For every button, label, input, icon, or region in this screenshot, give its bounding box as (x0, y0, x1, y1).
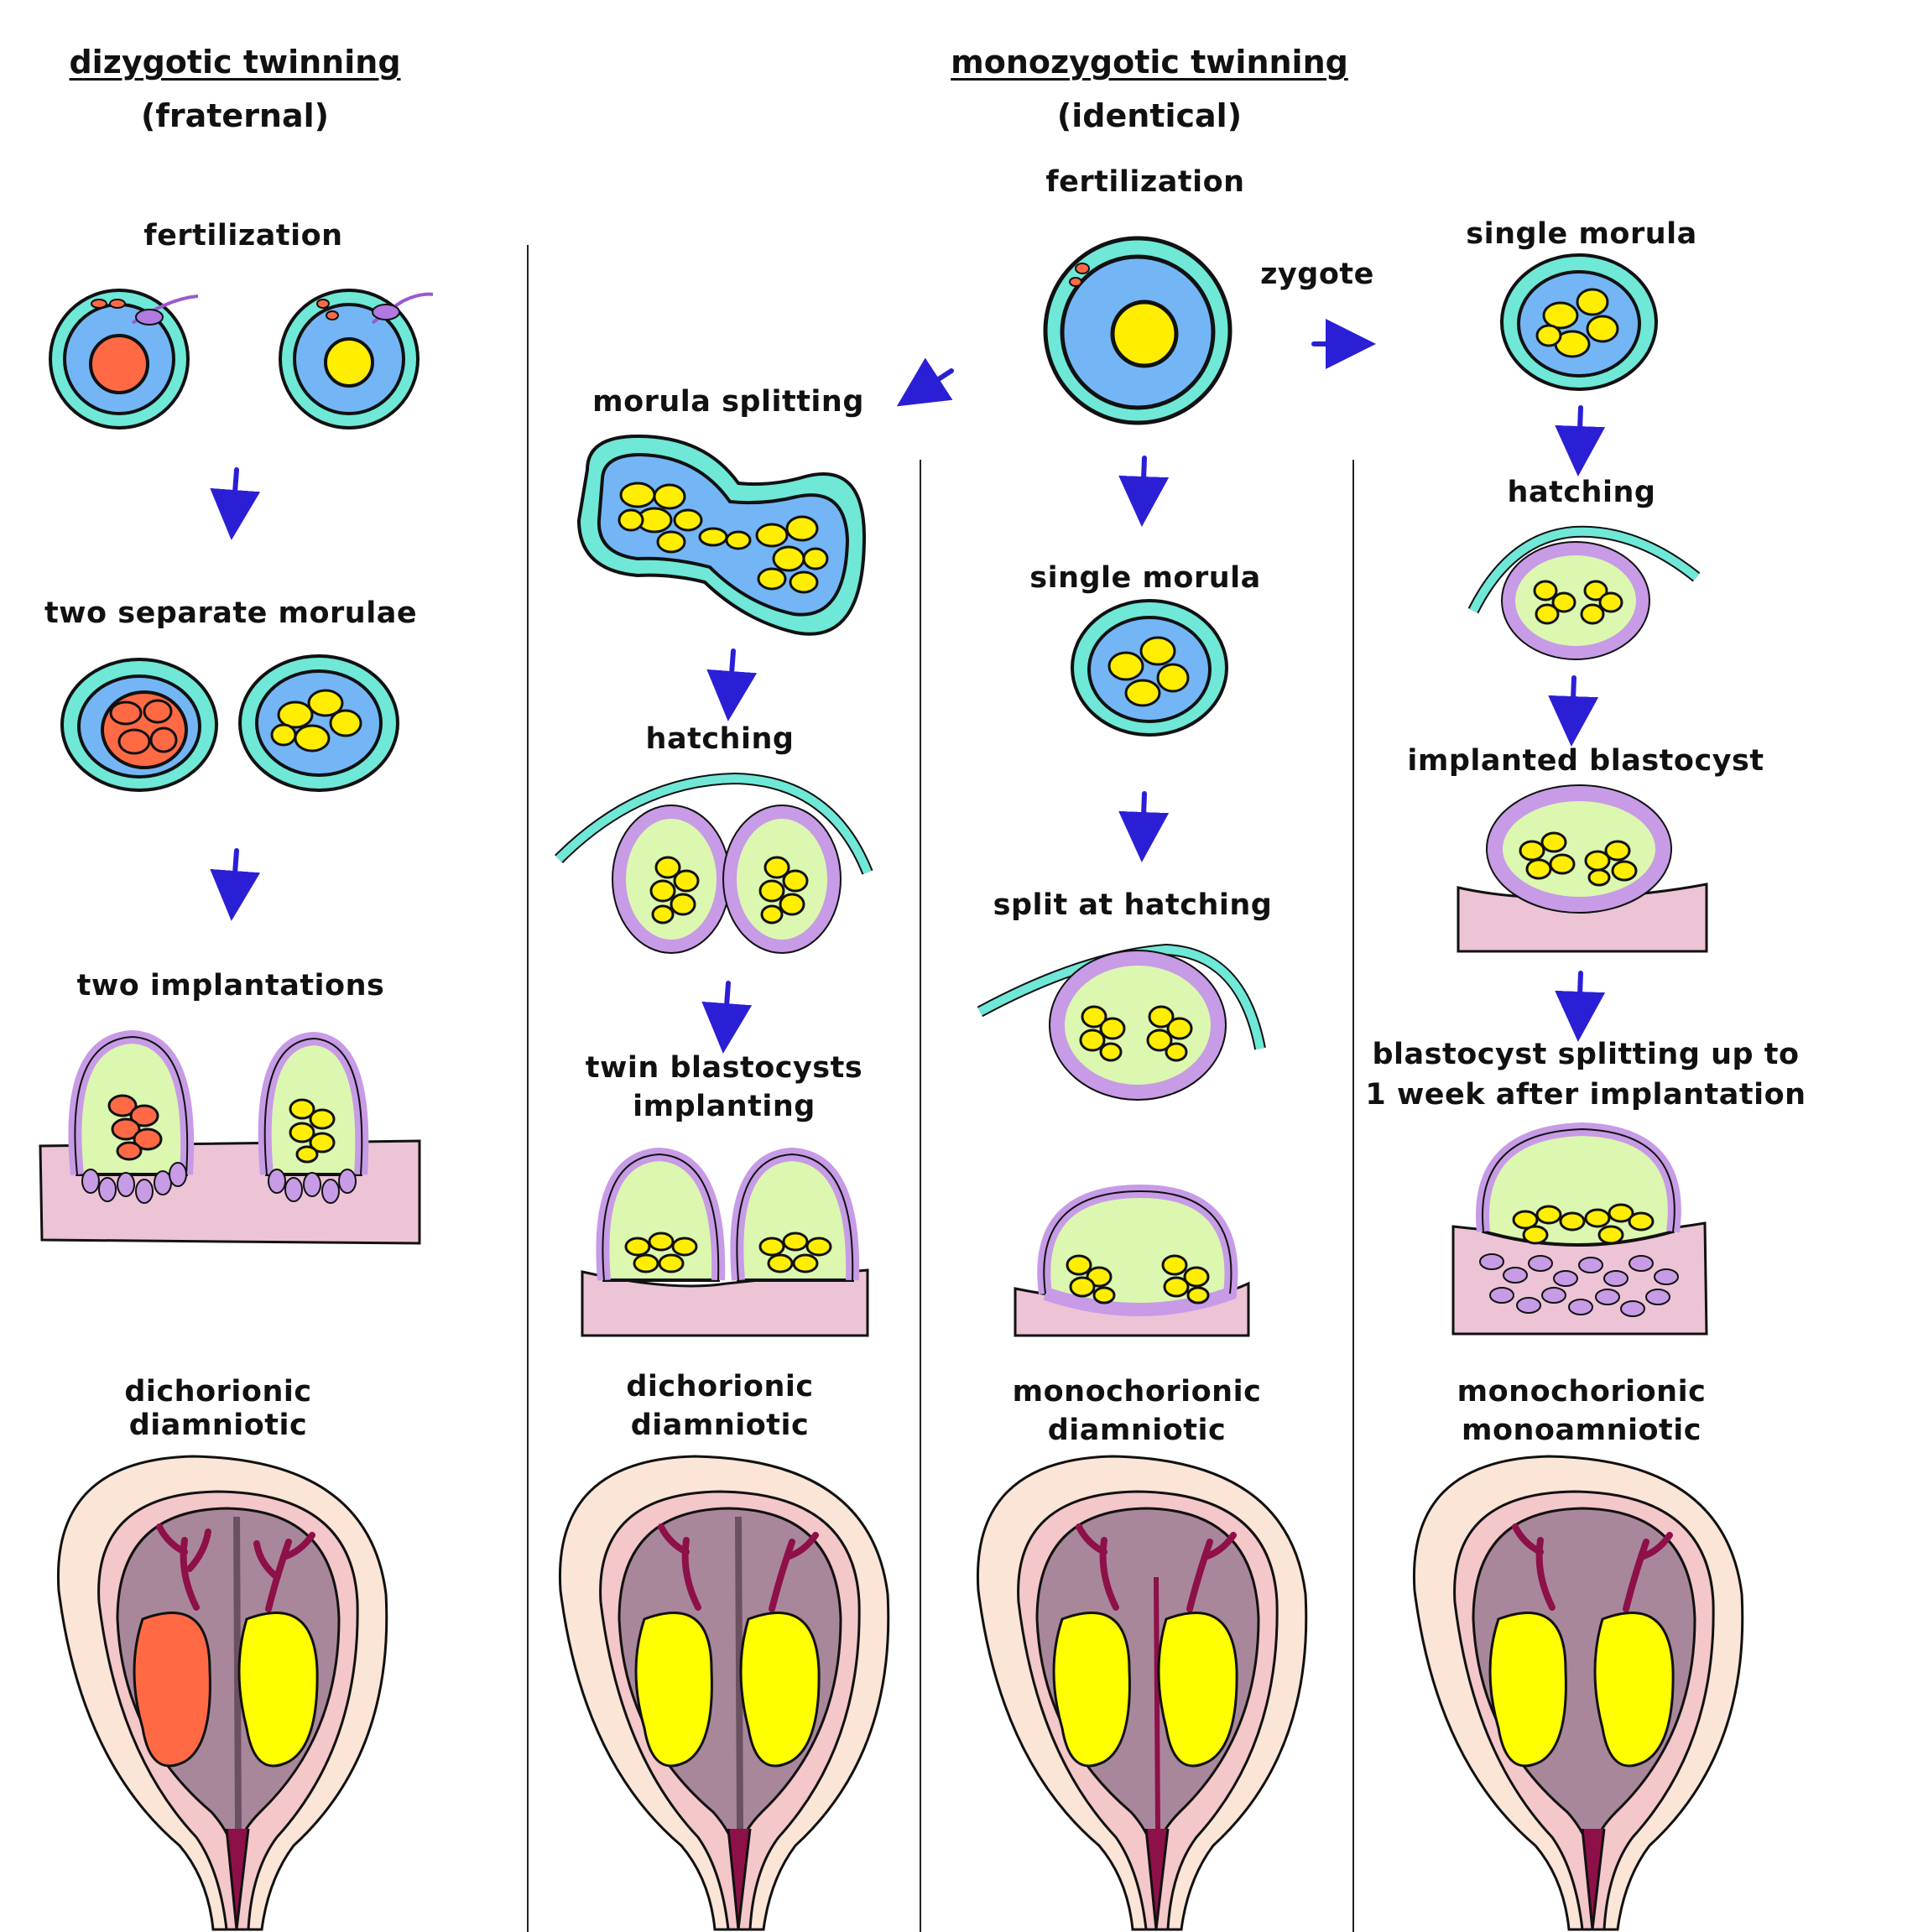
uterus-col2 (558, 1455, 890, 1931)
zygote-cell (1043, 236, 1232, 425)
label-col3-result-1: monochorionic (1012, 1375, 1262, 1409)
col2-twin-implant-figure (581, 1147, 869, 1337)
label-diz-result-2: diamniotic (128, 1409, 308, 1442)
arrow-down-icon (1548, 675, 1599, 747)
label-col4-single-morula: single morula (1466, 217, 1697, 251)
splitting-morula-figure (576, 434, 867, 636)
label-blastocyst-splitting-2: 1 week after implantation (1365, 1078, 1806, 1112)
arrow-down-icon (1118, 456, 1170, 527)
col2-hatching-figure (555, 772, 873, 954)
label-morula-splitting: morula splitting (592, 385, 864, 419)
col4-morula (1500, 253, 1658, 391)
divider-1 (527, 245, 529, 1932)
label-two-morulae: two separate morulae (44, 596, 418, 630)
arrow-diagonal-icon (896, 357, 954, 407)
uterus-col3 (976, 1455, 1308, 1931)
uterus-col4 (1412, 1455, 1744, 1931)
arrows (210, 319, 1606, 1054)
dizygotic-title: dizygotic twinning (69, 44, 401, 81)
label-diz-result-1: dichorionic (124, 1375, 312, 1409)
arrow-down-icon (210, 467, 261, 540)
uterus-dizygotic (56, 1455, 388, 1931)
col3-split-hatching-figure (977, 943, 1266, 1101)
col3-morula (1071, 599, 1228, 737)
dizygotic-subtitle: (fraternal) (140, 97, 330, 134)
morula-orange (60, 658, 218, 792)
label-two-implantations: two implantations (76, 969, 385, 1002)
label-col3-single-morula: single morula (1029, 561, 1261, 595)
label-twin-blastocysts-1: twin blastocysts (585, 1051, 863, 1085)
label-mono-fertilization: fertilization (1045, 165, 1245, 199)
label-diz-fertilization: fertilization (143, 219, 343, 253)
label-col2-result-2: diamniotic (630, 1409, 810, 1442)
divider-2 (920, 460, 921, 1932)
label-col4-result-2: monoamniotic (1462, 1414, 1702, 1447)
col4-splitting-figure (1451, 1122, 1708, 1336)
egg-orange (49, 289, 199, 430)
label-implanted-blastocyst: implanted blastocyst (1407, 744, 1764, 778)
label-col4-hatching: hatching (1507, 476, 1656, 509)
col4-implanted-figure (1457, 784, 1708, 953)
arrow-down-icon (210, 848, 261, 921)
label-zygote: zygote (1260, 258, 1374, 291)
egg-yellow (279, 289, 434, 430)
morula-yellow (238, 654, 399, 792)
label-twin-blastocysts-2: implanting (633, 1090, 816, 1123)
arrow-down-icon (1118, 791, 1170, 862)
label-blastocyst-splitting-1: blastocyst splitting up to (1372, 1038, 1800, 1071)
monozygotic-title: monozygotic twinning (951, 44, 1348, 81)
two-implantations-figure (39, 1029, 421, 1245)
monozygotic-subtitle: (identical) (1056, 97, 1243, 134)
label-col2-hatching: hatching (645, 722, 795, 756)
arrow-down-icon (1555, 971, 1606, 1042)
divider-3 (1352, 460, 1354, 1932)
label-col2-result-1: dichorionic (626, 1370, 814, 1403)
arrow-down-icon (701, 981, 753, 1054)
label-col3-result-2: diamniotic (1047, 1414, 1227, 1447)
col4-hatching-figure (1467, 525, 1701, 660)
label-split-hatching: split at hatching (993, 888, 1273, 922)
label-col4-result-1: monochorionic (1457, 1375, 1707, 1409)
arrow-down-icon (706, 648, 758, 721)
col3-implant-figure (1014, 1184, 1250, 1337)
arrow-down-icon (1555, 405, 1606, 476)
